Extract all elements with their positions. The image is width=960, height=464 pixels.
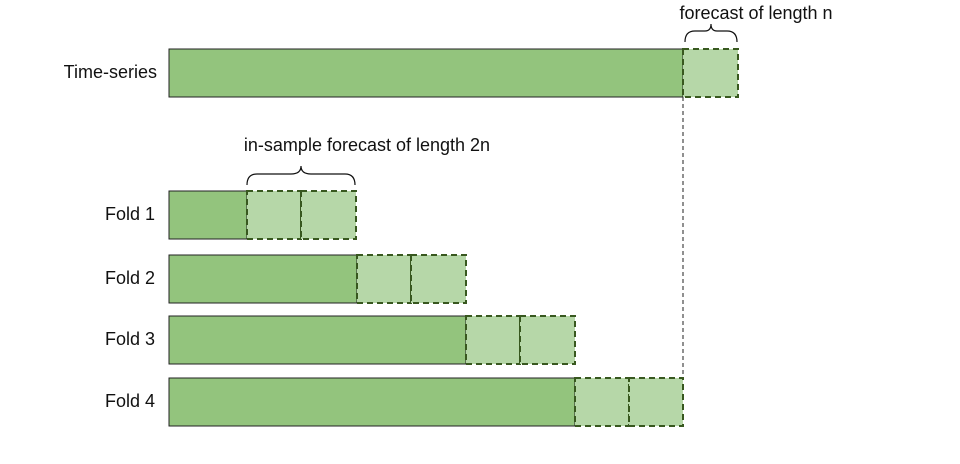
fold-row-1: Fold 1 — [105, 190, 357, 240]
fold-label: Fold 4 — [105, 391, 155, 411]
fold-row-3: Fold 3 — [105, 315, 576, 365]
in-sample-annotation: in-sample forecast of length 2n — [244, 135, 490, 186]
fold-forecast-block — [300, 190, 357, 240]
fold-forecast-block — [465, 315, 521, 365]
fold-forecast-block — [628, 377, 684, 427]
fold-forecast-block — [356, 254, 412, 304]
fold-history-bar — [168, 315, 467, 365]
fold-row-2: Fold 2 — [105, 254, 467, 304]
forecast-length-note: forecast of length n — [679, 3, 832, 23]
fold-forecast-block — [574, 377, 630, 427]
fold-history-bar — [168, 377, 576, 427]
fold-label: Fold 2 — [105, 268, 155, 288]
fold-history-bar — [168, 254, 358, 304]
in-sample-brace-icon — [246, 165, 356, 186]
fold-history-bar — [168, 190, 248, 240]
fold-forecast-block — [519, 315, 576, 365]
fold-label: Fold 1 — [105, 204, 155, 224]
time-series-history-bar — [168, 48, 684, 98]
time-series-label: Time-series — [64, 62, 157, 82]
forecast-brace-icon — [684, 23, 738, 43]
fold-forecast-block — [246, 190, 302, 240]
in-sample-forecast-note: in-sample forecast of length 2n — [244, 135, 490, 155]
fold-label: Fold 3 — [105, 329, 155, 349]
time-series-forecast-block — [682, 48, 739, 98]
fold-row-4: Fold 4 — [105, 377, 684, 427]
fold-forecast-block — [410, 254, 467, 304]
time-series-row: Time-series forecast of length n — [64, 3, 833, 98]
